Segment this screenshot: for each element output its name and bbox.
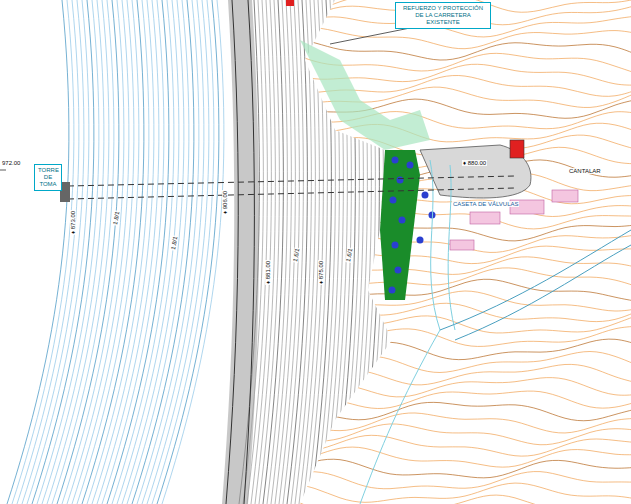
terrain-contour [290, 37, 631, 60]
terrain-contour [290, 413, 631, 433]
tree-symbol [390, 197, 397, 204]
leader-line [0, 170, 6, 171]
marker-symbol [286, 0, 294, 6]
planting-strip [380, 150, 420, 300]
terrain-contour [290, 255, 631, 275]
intake-conduit [68, 188, 515, 199]
plan-label: CANTALAR [568, 168, 602, 174]
slope-contour [263, 0, 283, 504]
slope-contour [142, 0, 204, 504]
crest-edge [226, 0, 238, 504]
dam-crest [222, 0, 259, 504]
slope-contour [137, 0, 199, 504]
slope-contour [162, 0, 224, 504]
terrain-contour [290, 447, 631, 467]
slope-contour [152, 0, 214, 504]
plan-label: 972.00 [1, 160, 21, 166]
tree-symbol [407, 162, 414, 169]
terrain-contour [290, 123, 631, 142]
road-edge [360, 330, 440, 504]
terrain-contour [290, 378, 631, 397]
terrain-contour [290, 364, 631, 385]
road-edge [430, 160, 440, 330]
terrain-ground [300, 0, 631, 504]
slope-contour [147, 0, 209, 504]
terrain-contour [290, 279, 631, 302]
terrain-contour [290, 459, 631, 478]
terrain-contour [290, 326, 631, 346]
tree-symbol [395, 267, 402, 274]
intake-conduit [68, 176, 515, 186]
tree-symbol [389, 287, 396, 294]
elevation-label: ♦ 875.00 [318, 260, 324, 285]
slope-contour [291, 0, 311, 504]
elevation-label: ♦ 881.00 [265, 260, 271, 285]
slope-contour [267, 0, 287, 504]
terrain-contour [290, 28, 631, 49]
terrain-contour [290, 435, 631, 456]
building [552, 190, 578, 202]
tree-symbol [392, 157, 399, 164]
upstream-slope [7, 0, 224, 504]
plan-label: CASETA DE VÁLVULAS [452, 201, 519, 207]
elevation-label: ♦ 906.00 [222, 190, 228, 215]
terrain-contour [290, 339, 631, 360]
slope-contour [157, 0, 219, 504]
protection-area [300, 40, 430, 150]
elevation-label: ♦ 873.00 [70, 210, 76, 235]
tree-symbol [397, 177, 404, 184]
valve-house-symbol [510, 140, 524, 158]
terrain-contour [290, 391, 631, 408]
terrain-contour [290, 0, 631, 1]
plan-label: ♦ 880.00 [462, 160, 487, 166]
slope-contour [287, 0, 307, 504]
terrain-contours [290, 0, 631, 504]
terrain-contour [290, 472, 631, 489]
terrain-contour [290, 495, 631, 504]
road-edge [440, 230, 631, 330]
tree-symbol [392, 242, 399, 249]
terrain-contour [290, 352, 631, 373]
building [450, 240, 474, 250]
terrain-contour [290, 266, 631, 288]
terrain-contour [290, 220, 631, 241]
tree-symbol [399, 217, 406, 224]
tree-symbol [417, 237, 424, 244]
terrain-contour [290, 314, 631, 336]
slope-contour [259, 0, 279, 504]
tree-symbol [422, 192, 429, 199]
callout-text: TORRE DE TOMA [38, 167, 58, 188]
leader-line [330, 26, 420, 44]
callout-text: REFUERZO Y PROTECCIÓN DE LA CARRETERA EX… [399, 5, 487, 26]
terrain-contour [290, 483, 631, 502]
road-edge [455, 245, 631, 340]
terrain-contour [290, 291, 631, 311]
terrain-contour [290, 402, 631, 420]
building [470, 212, 500, 224]
callout-box: REFUERZO Y PROTECCIÓN DE LA CARRETERA EX… [395, 2, 491, 29]
callout-box: TORRE DE TOMA [34, 164, 62, 191]
slope-contour [283, 0, 303, 504]
terrain-contour [290, 424, 631, 445]
crest-edge [244, 0, 254, 504]
slope-contour [271, 0, 291, 504]
slope-contour [275, 0, 295, 504]
